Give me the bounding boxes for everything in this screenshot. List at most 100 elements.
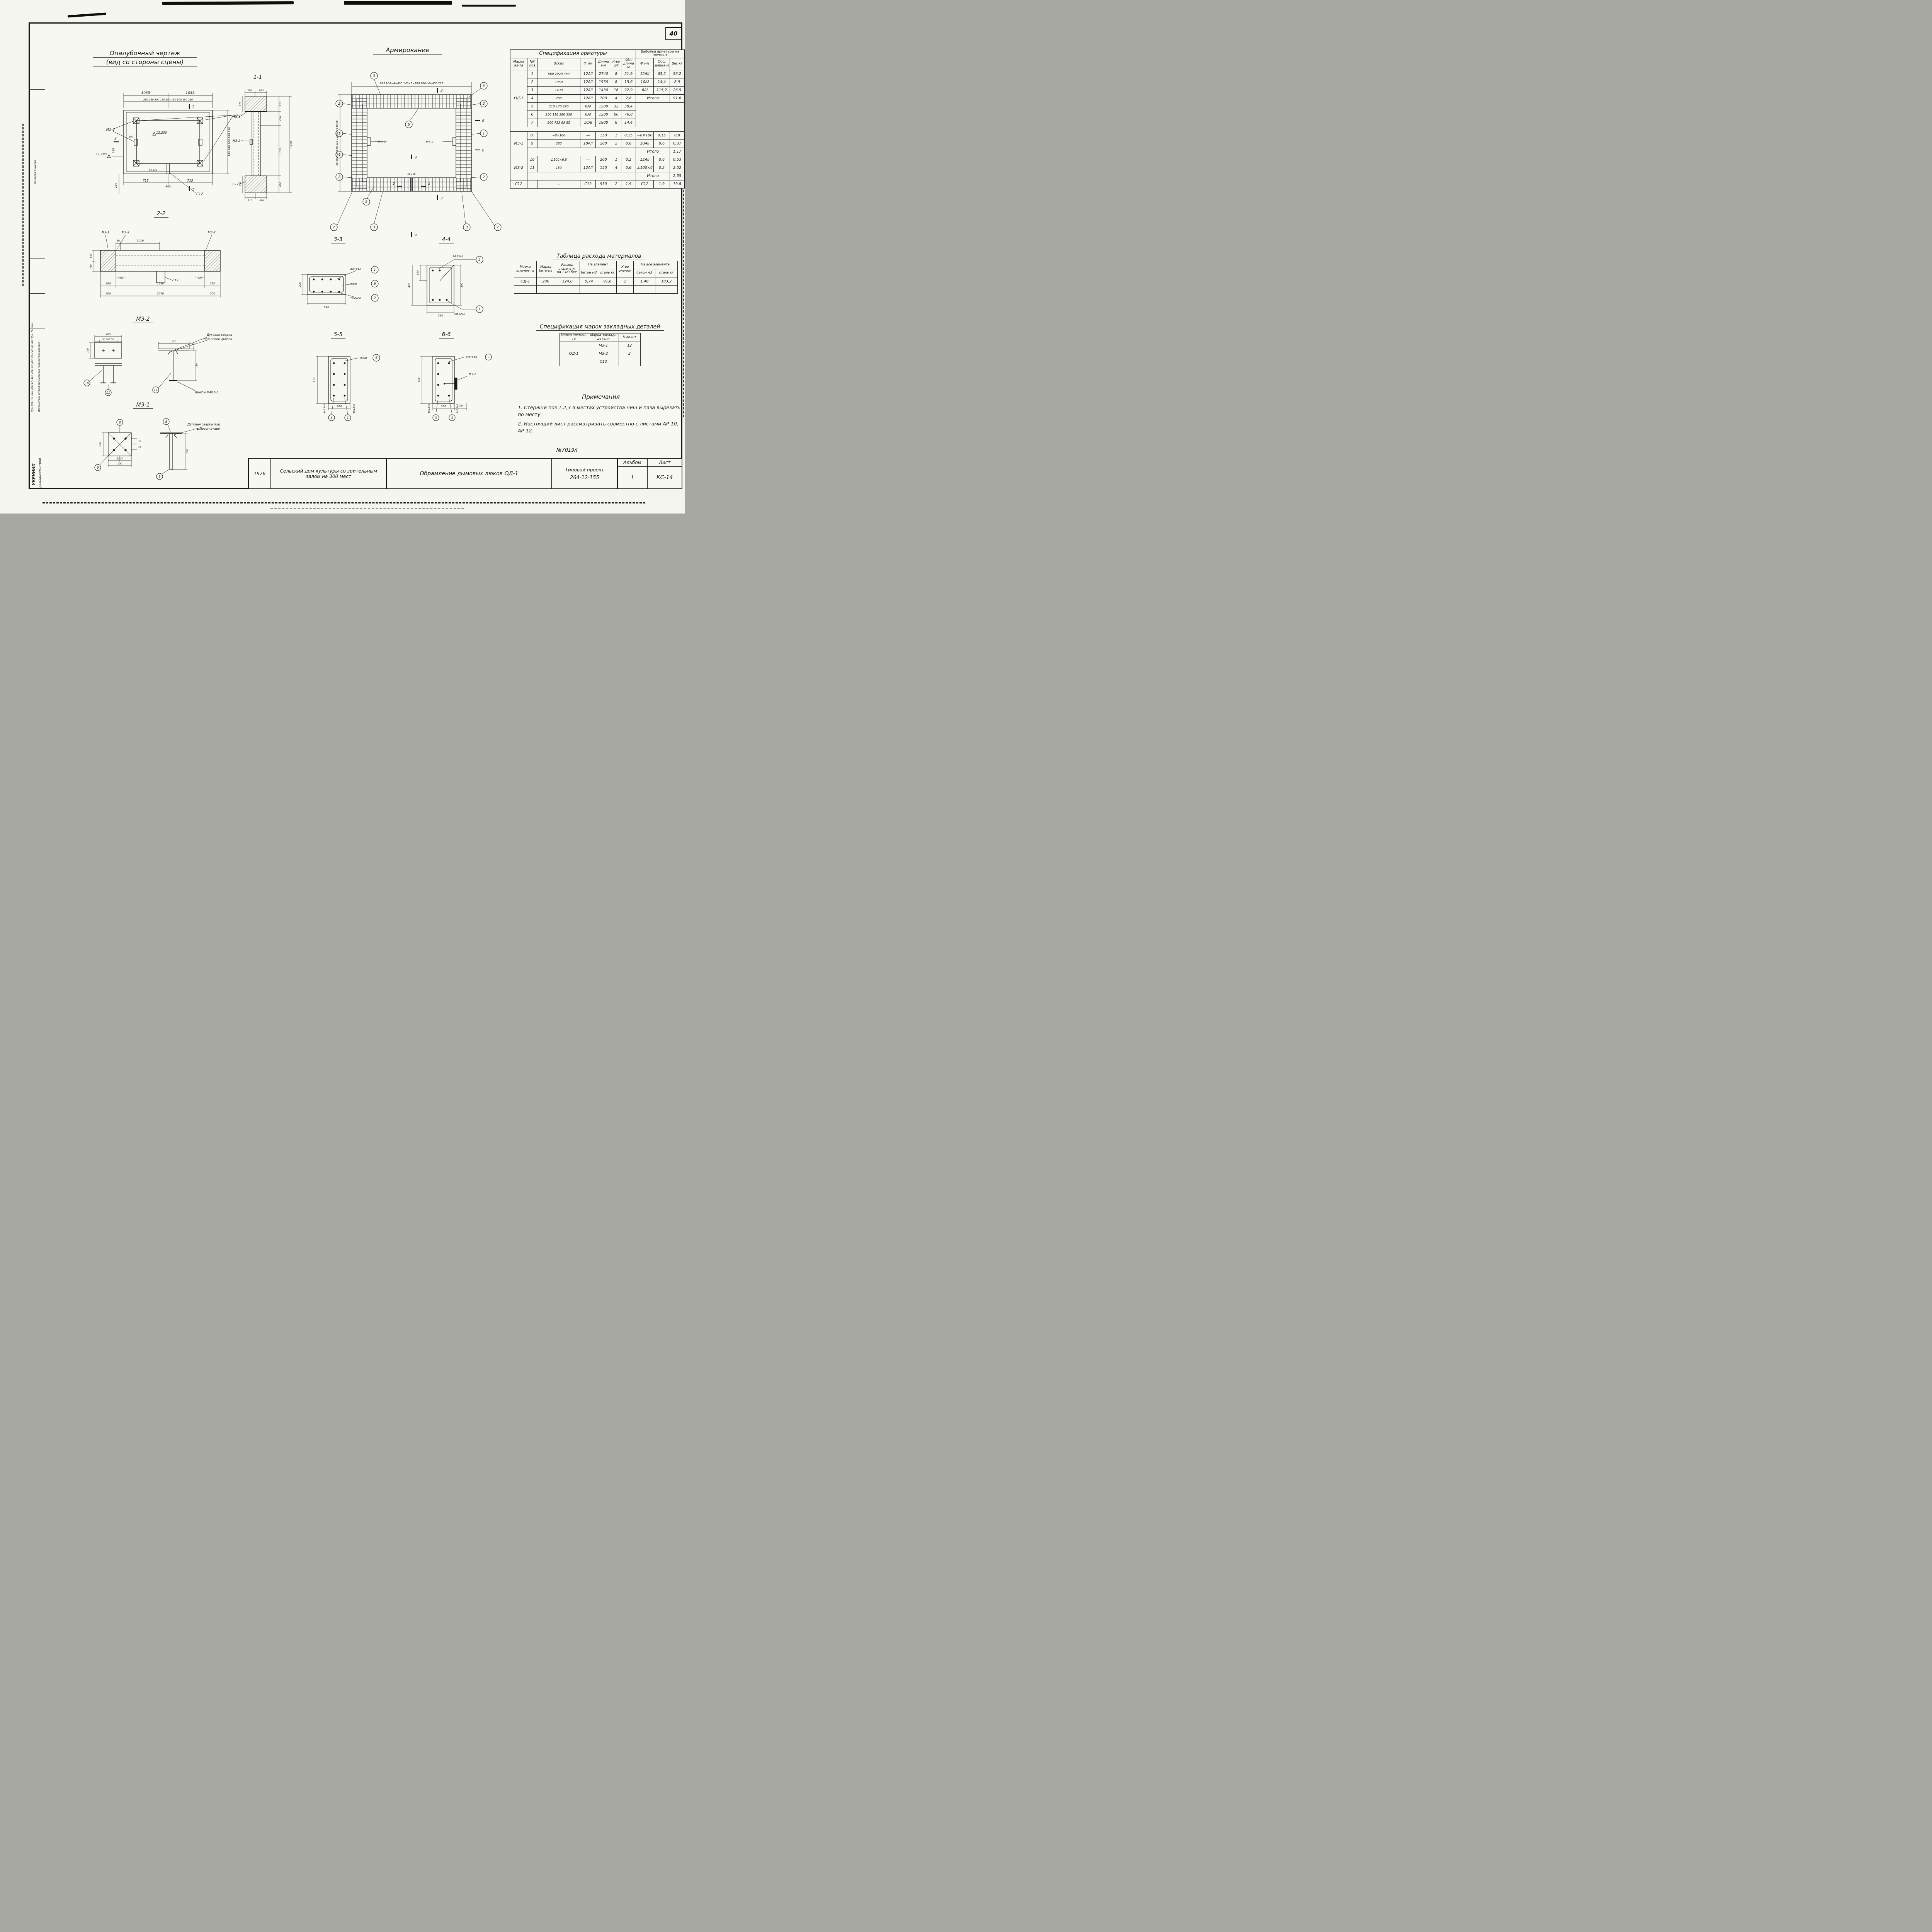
- dim-label: 220: [298, 282, 301, 287]
- detail-m3-2-title: МЗ-2: [128, 316, 158, 323]
- dim-label: 1550: [157, 282, 164, 285]
- cut-mark-label: 5: [428, 182, 430, 186]
- dim-chain-label: 50 50: [116, 457, 123, 460]
- elevation-mark-icon: [107, 154, 111, 158]
- scan-artifact: [67, 12, 107, 18]
- table-cell: 0,74: [579, 277, 599, 286]
- table-cell: 560 2020 380: [537, 70, 581, 78]
- col-header: сталь кг: [655, 269, 678, 277]
- position-bubble-number: 2: [374, 296, 376, 300]
- col-header: Общ длина м: [621, 58, 636, 70]
- section-1-1-geometry: [245, 96, 267, 193]
- org-name-line1: УКРНИИП: [32, 463, 36, 485]
- table-cell: 8,9: [670, 78, 685, 87]
- table-cell: 2: [611, 139, 622, 148]
- album-label: Альбом: [617, 459, 647, 467]
- table-cell: 1950: [595, 78, 612, 87]
- table-cell: 183,2: [655, 277, 678, 286]
- dim-label: 130: [99, 442, 102, 447]
- org-name-line2: граждансельстрой: [38, 458, 42, 489]
- dim-label: 2070: [157, 292, 164, 295]
- dim-label: 1050: [279, 148, 282, 154]
- dim-label: 100: [117, 462, 122, 465]
- table-cell: 0,15: [621, 131, 636, 140]
- table-cell: 11: [527, 163, 537, 172]
- stamp-roles: Рук. отд. Гл. инж. отд. Гл. арх. отд. Гл…: [31, 322, 34, 412]
- table-cell: 6АI: [580, 102, 596, 111]
- table-cell: [510, 126, 685, 132]
- rebar-callout: 2Ф12АII: [452, 255, 463, 258]
- dim-label: 420: [279, 116, 282, 121]
- mark-label-m3-2: МЗ-2: [378, 140, 386, 144]
- table-cell: 1: [611, 131, 622, 140]
- dim-label: 450: [90, 264, 92, 269]
- table-cell: 5: [527, 102, 537, 111]
- mark-label-m3-1: МЗ-1: [233, 114, 242, 118]
- col-header: Марка закладн детали: [588, 333, 619, 342]
- svg-text:7: 7: [333, 226, 335, 230]
- table-cell: 150: [537, 163, 581, 172]
- table-cell: 56,2: [670, 70, 685, 78]
- table-cell: 7: [527, 118, 537, 127]
- formwork-title: Опалубочный чертеж (вид со стороны сцены…: [93, 49, 197, 67]
- spec-table-title: Спецификация арматуры: [510, 49, 636, 58]
- table-cell: —: [580, 131, 596, 140]
- position-bubble-number: 10: [85, 381, 89, 385]
- stamp-names-top: Жилкова Химкова: [34, 160, 37, 184]
- table-cell: 14,4: [653, 78, 670, 87]
- dim-label: 50: [117, 240, 120, 242]
- table-cell: 1: [611, 155, 622, 164]
- table-cell: 12АII: [636, 155, 654, 164]
- dim-label: 310: [247, 89, 252, 92]
- table-cell: 2: [616, 277, 634, 286]
- section-6-6-geometry: [432, 356, 457, 404]
- col-header: К-во шт: [611, 58, 622, 70]
- col-header: Общ длина м: [653, 58, 670, 70]
- col-header: На элемент: [579, 261, 617, 269]
- embedded-parts-section: Спецификация марок закладных деталей Мар…: [516, 324, 684, 366]
- table-cell: 10АII: [580, 139, 596, 148]
- table-cell: 0,53: [670, 155, 685, 164]
- dim-label: 300: [460, 283, 463, 287]
- dim-label: 510: [248, 199, 252, 202]
- rebar-callout: 3Ф12АII: [454, 313, 465, 316]
- table-cell: 16: [611, 86, 622, 95]
- dim-label: 450: [259, 199, 264, 202]
- dim-label: 510: [417, 378, 420, 382]
- table-cell: Итого: [636, 172, 670, 180]
- section-6-6-dimension-lines: [420, 356, 468, 415]
- scanned-blueprint-sheet: 40 Жилкова Химкова Рук. отд. Гл. инж. от…: [0, 0, 685, 514]
- notes-section: Примечания 1. Стержни поз 1,2,3 в местах…: [518, 393, 684, 437]
- table-cell: 10АI: [580, 118, 596, 127]
- reinforcement-title: Армирование: [373, 46, 442, 55]
- table-cell: 6АI: [580, 110, 596, 119]
- table-cell: 21,9: [621, 70, 636, 78]
- section-5-5-bubbles: [328, 354, 380, 421]
- reinforcement-dimension-lines: [337, 79, 495, 226]
- table-cell: 14,4: [621, 118, 636, 127]
- section-5-5-geometry: [328, 356, 350, 404]
- title-block-project: Сельский дом культуры со зрительным зало…: [271, 459, 387, 488]
- type-label: Типовой проект: [565, 467, 604, 473]
- section-3-3-drawing: 220 510 4Ф12АII Ф6АI 4Ф12АII 1 6 2: [298, 266, 379, 309]
- dim-label: 150: [196, 363, 198, 368]
- dim-label: 1035: [186, 91, 195, 95]
- table-cell: 91,6: [598, 277, 617, 286]
- note-item-1: 1. Стержни поз 1,2,3 в местах устройства…: [518, 405, 681, 418]
- detail-m3-1-title: МЗ-1: [128, 402, 158, 409]
- table-cell: [655, 285, 678, 294]
- stamp-divider: [30, 293, 45, 294]
- dim-chain-label: 260 150 300 150 350 150 300 150 260: [143, 98, 193, 101]
- table-cell: [598, 285, 617, 294]
- formwork-plan-drawing: 1035 1035 260 150 300 150 350 150 300 15…: [96, 91, 242, 196]
- position-bubble-number: 3: [330, 416, 332, 420]
- table-cell: 250 118 390 350: [537, 110, 581, 119]
- svg-text:2: 2: [483, 175, 485, 179]
- position-bubble-number: 8: [119, 421, 121, 424]
- dim-label: 250: [112, 148, 115, 153]
- table-cell: 0,6: [621, 163, 636, 172]
- table-cell: 8: [611, 70, 622, 78]
- table-cell: 60: [611, 110, 622, 119]
- table-cell: 200: [595, 155, 612, 164]
